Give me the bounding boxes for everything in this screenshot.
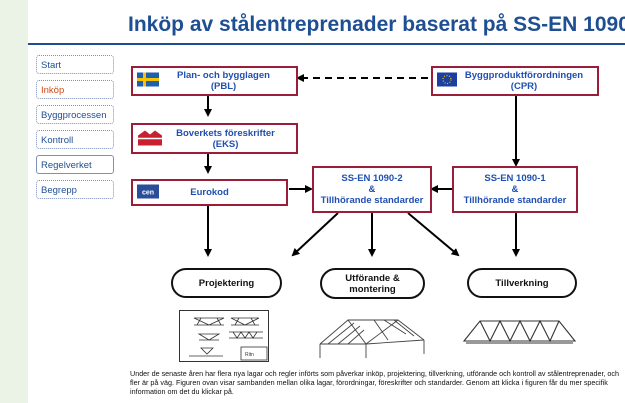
nav-item-kontroll[interactable]: Kontroll <box>36 130 114 149</box>
box-eurokod[interactable]: cen Eurokod <box>131 179 288 206</box>
description-text: Under de senaste åren har flera nya laga… <box>130 369 620 397</box>
cen-logo-icon: cen <box>137 184 159 201</box>
utforande-drawing <box>318 310 426 360</box>
drawing-stamp-label: Ritn <box>245 352 254 358</box>
oval-projektering[interactable]: Projektering <box>171 268 282 298</box>
box-en1090-1[interactable]: SS-EN 1090-1 & Tillhörande standarder <box>452 166 578 213</box>
nav-item-begrepp[interactable]: Begrepp <box>36 180 114 199</box>
box-en1090-2[interactable]: SS-EN 1090-2 & Tillhörande standarder <box>312 166 432 213</box>
svg-text:cen: cen <box>142 189 154 196</box>
box-cpr-line2: (CPR) <box>510 81 538 92</box>
swedish-flag-icon <box>137 72 159 90</box>
page-title: Inköp av stålentreprenader baserat på SS… <box>128 13 625 36</box>
tillverkning-drawing <box>462 315 577 347</box>
nav-item-byggprocessen[interactable]: Byggprocessen <box>36 105 114 124</box>
oval-utforande[interactable]: Utförande & montering <box>320 268 425 299</box>
box-pbl[interactable]: Plan- och bygglagen (PBL) <box>131 66 298 96</box>
box-en1090-2-line1: SS-EN 1090-2 <box>341 173 403 184</box>
title-divider <box>28 43 625 45</box>
nav-item-start[interactable]: Start <box>36 55 114 74</box>
box-en1090-2-line3: Tillhörande standarder <box>320 195 424 206</box>
nav-item-regelverket[interactable]: Regelverket <box>36 155 114 174</box>
page: Inköp av stålentreprenader baserat på SS… <box>28 0 625 403</box>
oval-tillverkning-label: Tillverkning <box>495 277 549 289</box>
box-cpr[interactable]: Byggproduktförordningen (CPR) <box>431 66 599 96</box>
box-eks-line2: (EKS) <box>212 138 239 150</box>
eu-flag-icon <box>437 72 457 90</box>
nav-item-inkop[interactable]: Inköp <box>36 80 114 99</box>
box-cpr-line1: Byggproduktförordningen <box>464 70 584 81</box>
box-en1090-1-line1: SS-EN 1090-1 <box>484 173 546 184</box>
box-en1090-2-line2: & <box>368 184 376 195</box>
box-eks[interactable]: Boverkets föreskrifter (EKS) <box>131 123 298 154</box>
oval-projektering-label: Projektering <box>198 277 255 289</box>
projektering-drawing: Ritn <box>179 310 269 362</box>
box-eks-line1: Boverkets föreskrifter <box>176 127 275 139</box>
oval-utforande-line2: & montering <box>349 272 400 295</box>
box-en1090-1-line3: Tillhörande standarder <box>463 195 567 206</box>
box-en1090-1-line2: & <box>511 184 519 195</box>
oval-utforande-line1: Utförande <box>345 272 391 284</box>
oval-tillverkning[interactable]: Tillverkning <box>467 268 577 298</box>
box-pbl-line1: Plan- och bygglagen <box>177 70 270 81</box>
box-eurokod-line1: Eurokod <box>190 187 229 198</box>
boverket-logo-icon <box>137 128 163 149</box>
box-pbl-line2: (PBL) <box>210 81 237 92</box>
